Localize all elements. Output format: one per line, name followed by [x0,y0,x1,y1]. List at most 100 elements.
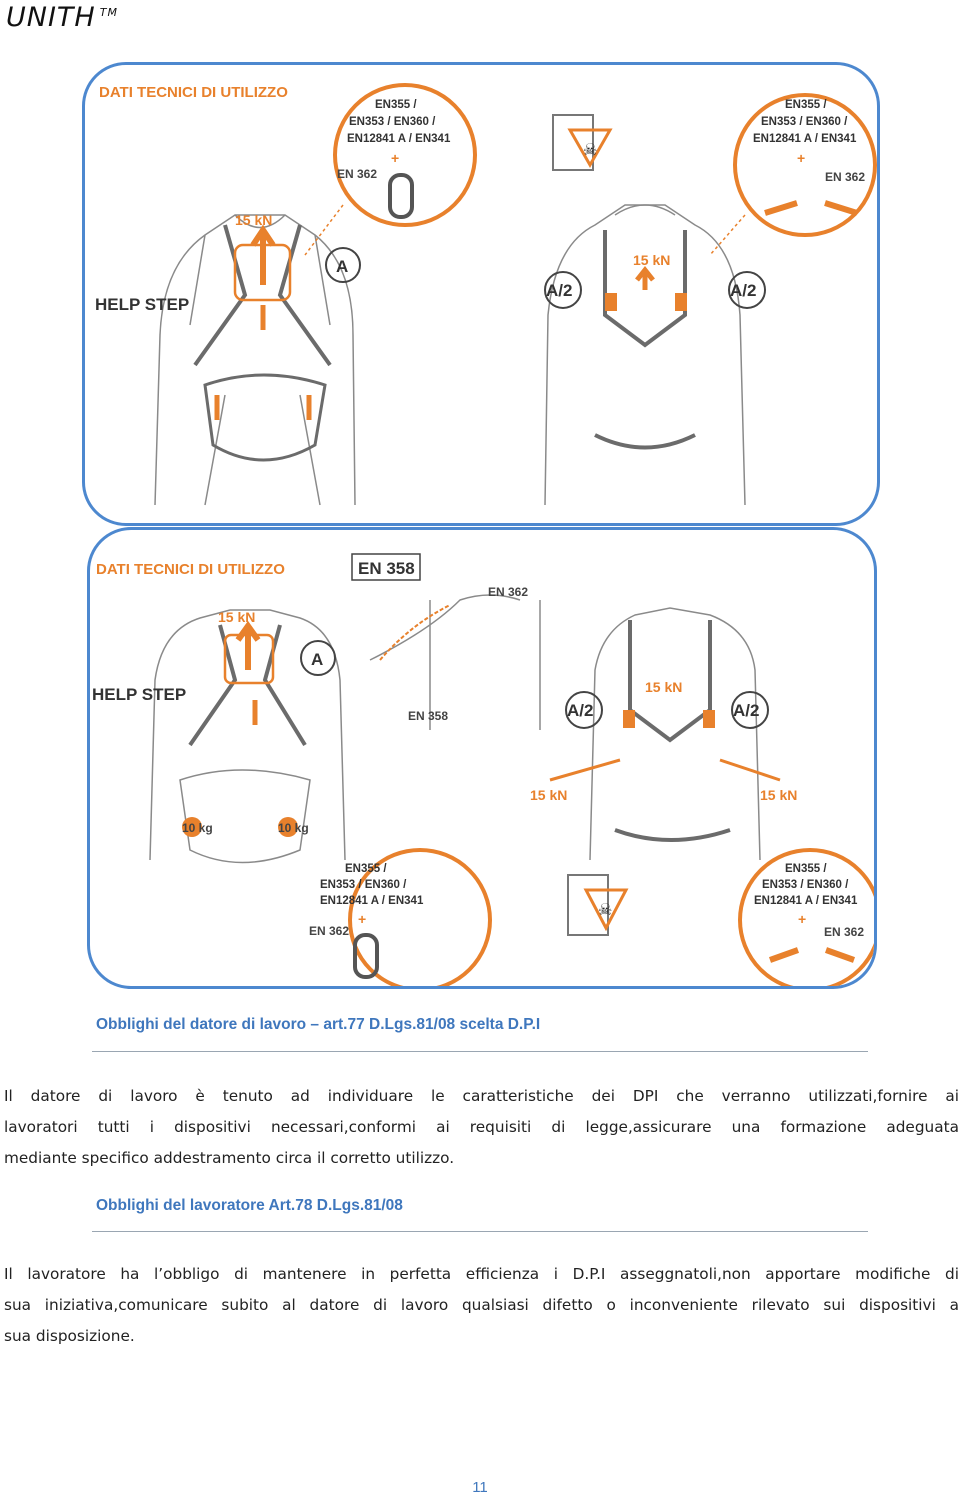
anchor-a-label: A [336,257,348,276]
technical-data-panel-2: DATI TECNICI DI UTILIZZO EN 358 15 kN HE… [87,527,877,989]
circle-right-line2: EN353 / EN360 / [762,879,849,891]
plus-sign: + [391,150,399,166]
weight-icon [278,817,298,837]
front-force-label: 15 kN [633,252,670,268]
panel-title: DATI TECNICI DI UTILIZZO [99,84,288,101]
arrow-up-icon [250,224,276,285]
detail-circle-right [733,93,877,237]
weight-left: 10 kg [182,821,213,835]
anchor-a2-right-label: A/2 [733,701,759,720]
circle-right-en362: EN 362 [825,170,865,184]
anchor-a2-right-label: A/2 [730,281,756,300]
harness-back-figure [154,214,356,506]
harness-front-figure [589,607,761,861]
force-left-label: 15 kN [530,787,567,803]
technical-data-panel-1: DATI TECNICI DI UTILIZZO 15 kN HELP STEP… [82,62,880,526]
text-line: Il datore di lavoro è tenuto ad individu… [4,1087,959,1105]
buckle-icon [703,710,715,728]
brand-name: UNITH [6,2,96,33]
section-title-worker: Obblighi del lavoratore Art.78 D.Lgs.81/… [96,1197,403,1214]
leader-line [709,214,746,256]
en358-box [351,553,421,581]
circle-right-line1: EN355 / [785,863,827,875]
text-line: mediante specifico addestramento circa i… [4,1149,455,1167]
work-positioning-figure [369,594,541,730]
anchor-hook-icon [567,874,609,936]
circle-left-line3: EN12841 A / EN341 [320,895,424,907]
harness-straps-front [594,230,696,450]
en362-top-label: EN 362 [488,585,528,599]
harness-straps-front [614,620,731,842]
circle-left-line1: EN355 / [345,863,387,875]
divider [92,1231,868,1232]
weight-right: 10 kg [278,821,309,835]
circle-left-line1: EN355 / [375,99,417,111]
anchor-a2-right-marker [731,691,769,729]
circle-left-en362: EN 362 [309,924,349,938]
skull-icon: ☠ [583,140,597,159]
anchor-a2-right-marker [728,271,766,309]
text-line: sua iniziativa,comunicare subito al dato… [4,1296,959,1314]
danger-skull-icon [583,888,629,932]
arrow-up-icon [235,620,261,670]
buckle-icon [623,710,635,728]
circle-right-line1: EN355 / [785,99,827,111]
anchor-a2-left-label: A/2 [546,281,572,300]
anchor-a-marker [325,247,361,283]
front-force-label: 15 kN [645,679,682,695]
leg-arrow-icon [214,395,312,420]
text-line: sua disposizione. [4,1327,135,1345]
help-step-label: HELP STEP [92,685,186,704]
skull-icon: ☠ [598,900,612,919]
harness-front-figure [544,204,746,506]
danger-skull-icon [567,128,613,169]
detail-circle-left [333,83,477,227]
arrow-up-icon [635,265,655,290]
leader-line [304,204,344,256]
text-line: Il lavoratore ha l’obbligo di mantenere … [4,1265,959,1283]
force-label: 15 kN [218,609,255,625]
carabiner-icon [353,933,379,979]
harness-illustration-2: DATI TECNICI DI UTILIZZO EN 358 15 kN HE… [92,553,874,986]
lanyard-icon [379,604,451,661]
anchor-a-label: A [311,650,323,669]
anchor-a2-left-marker [544,271,582,309]
en358-bottom-label: EN 358 [408,709,448,723]
circle-right-en362: EN 362 [824,925,864,939]
page-number: 11 [472,1479,488,1496]
circle-right-line3: EN12841 A / EN341 [753,133,857,145]
buckle-icon [605,293,617,311]
detail-circle-left [348,848,492,986]
divider [92,1051,868,1052]
plus-sign: + [797,150,805,166]
section-title-employer: Obblighi del datore di lavoro – art.77 D… [96,1016,541,1033]
harness-illustration-1: DATI TECNICI DI UTILIZZO 15 kN HELP STEP… [95,83,877,506]
en358-box-label: EN 358 [358,559,415,578]
circle-left-line3: EN12841 A / EN341 [347,133,451,145]
connector-strap-icon [764,200,858,216]
buckle-icon [675,293,687,311]
anchor-hook-icon [552,114,594,171]
carabiner-icon [388,173,414,219]
circle-right-line2: EN353 / EN360 / [761,116,848,128]
anchor-a2-left-label: A/2 [567,701,593,720]
plus-sign: + [798,911,806,927]
lateral-arrow-icon [549,758,781,782]
plus-sign: + [358,911,366,927]
weight-icon [182,817,202,837]
anchor-a2-left-marker [565,691,603,729]
connector-strap-icon [768,947,856,963]
panel-title: DATI TECNICI DI UTILIZZO [96,561,285,578]
anchor-a-marker [300,640,336,676]
force-label: 15 kN [235,212,272,228]
circle-left-line2: EN353 / EN360 / [320,879,407,891]
trademark-mark: TM [99,6,118,19]
employer-obligations-text: Il datore di lavoro è tenuto ad individu… [4,1081,959,1174]
circle-left-en362: EN 362 [337,167,377,181]
text-line: lavoratori tutti i dispositivi necessari… [4,1118,959,1136]
help-step-label: HELP STEP [95,295,189,314]
circle-right-line3: EN12841 A / EN341 [754,895,858,907]
force-right-label: 15 kN [760,787,797,803]
worker-obligations-text: Il lavoratore ha l’obbligo di mantenere … [4,1259,959,1352]
